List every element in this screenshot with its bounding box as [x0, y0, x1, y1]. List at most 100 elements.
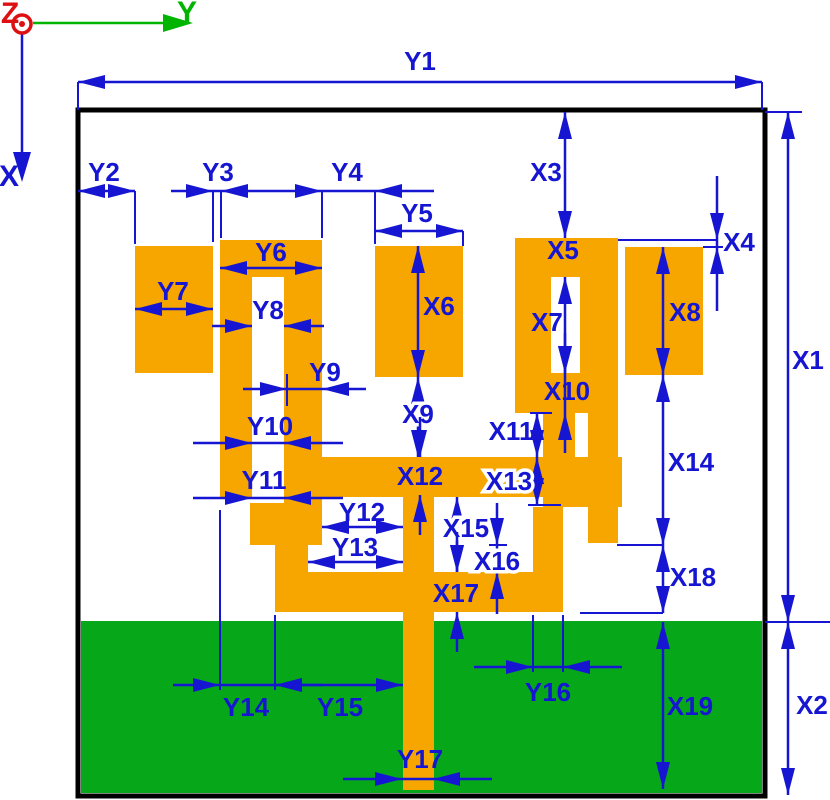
axis-z-origin-dot-icon: [19, 21, 25, 27]
dimension-X1-arrow: [781, 112, 795, 139]
dimension-Y2-arrow: [78, 184, 105, 198]
dim-label-X18: X18: [670, 562, 716, 592]
copper-left-comb-lower-block: [250, 503, 322, 545]
dimension-X6-arrow: [411, 350, 425, 377]
copper-right-connect-strip: [533, 507, 563, 612]
dimension-Y6-arrow: [220, 261, 247, 275]
dim-label-X12: X12: [397, 461, 443, 491]
dimension-Y7-arrow: [186, 302, 213, 316]
dimension-Y8-arrow: [284, 319, 311, 333]
axis-y-arrow-icon: [163, 14, 193, 32]
dim-label-Y13: Y13: [332, 532, 378, 562]
dimension-Y5-arrow: [375, 224, 402, 238]
dimension-Y1-arrow: [78, 75, 105, 89]
dim-label-X3: X3: [530, 157, 562, 187]
dimension-X14-arrow: [656, 518, 670, 545]
dimension-Y13-arrow: [376, 555, 403, 569]
dim-label-X1: X1: [792, 345, 824, 375]
dimension-Y2-arrow: [108, 184, 135, 198]
dim-label-X8: X8: [669, 297, 701, 327]
dim-label-X5: X5: [547, 235, 579, 265]
dimension-X2-arrow: [781, 768, 795, 795]
dimension-X12-arrow: [413, 495, 427, 522]
dimension-X13-arrow: [530, 457, 544, 484]
dim-label-X7: X7: [531, 307, 563, 337]
copper-right-comb-rung: [515, 373, 618, 413]
substrate-border: [75, 107, 768, 799]
dimension-X6-arrow: [411, 246, 425, 273]
dimension-Y10-arrow: [225, 436, 252, 450]
dimension-X8-arrow: [656, 247, 670, 274]
dim-label-Y12: Y12: [339, 497, 385, 527]
dim-label-Y10: Y10: [247, 411, 293, 441]
dimension-Y9-arrow: [322, 382, 349, 396]
axis-y-label: Y: [177, 0, 197, 29]
copper-right-comb-left-rail: [515, 277, 551, 373]
dimension-Y9-arrow: [260, 382, 287, 396]
dimension-X14-arrow: [656, 375, 670, 402]
dimension-X3-arrow: [558, 112, 572, 139]
dimension-X10-arrow: [558, 346, 572, 373]
dimension-Y6-arrow: [295, 261, 322, 275]
dim-label-X10: X10: [544, 376, 590, 406]
dimension-Y12-arrow: [376, 520, 403, 534]
dim-label-Y6: Y6: [255, 237, 287, 267]
copper-left-comb-left-rail: [220, 277, 252, 497]
dimension-X19-arrow: [656, 762, 670, 789]
dim-label-Y4: Y4: [331, 157, 363, 187]
dimension-Y16-arrow: [563, 660, 590, 674]
dim-label-Y5: Y5: [401, 198, 433, 228]
dim-label-X4: X4: [723, 227, 755, 257]
axis-z-label: Z: [1, 0, 19, 30]
dim-label-Y14: Y14: [223, 692, 270, 722]
dim-label-X19: X19: [667, 691, 713, 721]
dimension-Y15-arrow: [376, 678, 403, 692]
dim-label-Y8: Y8: [252, 295, 284, 325]
dim-label-X13: X13: [486, 466, 532, 496]
axis-x-label: X: [0, 160, 19, 193]
dimension-X10-arrow: [558, 413, 572, 440]
dimension-X15-arrow: [450, 497, 464, 524]
dimension-X4-arrow: [710, 213, 724, 240]
dim-label-Y11: Y11: [242, 465, 287, 495]
copper-right-comb-top-band: [515, 238, 618, 277]
dimension-X17-arrow: [450, 612, 464, 639]
dim-label-X2: X2: [796, 690, 828, 720]
dimension-X11-arrow: [530, 430, 544, 457]
dimension-X18-arrow: [656, 586, 670, 613]
dimension-Y17-arrow: [375, 772, 402, 786]
dimension-X7-arrow: [558, 277, 572, 304]
dim-label-Y2: Y2: [88, 157, 120, 187]
dim-label-X9: X9: [402, 399, 434, 429]
dimension-X18-arrow: [656, 545, 670, 572]
dim-label-Y7: Y7: [157, 276, 189, 306]
dimension-Y8-arrow: [225, 319, 252, 333]
dimension-X4-arrow: [710, 247, 724, 274]
dimension-X16-arrow: [490, 572, 504, 599]
dimension-X2-arrow: [781, 622, 795, 649]
dimension-Y11-arrow: [284, 491, 311, 505]
dimension-X9-arrow: [411, 377, 425, 404]
dimension-X13-arrow: [530, 478, 544, 505]
copper-right-comb-right-rail-lower: [588, 413, 618, 543]
dimension-X1-arrow: [781, 595, 795, 622]
dimension-Y7-arrow: [135, 302, 162, 316]
dimension-Y13-arrow: [308, 555, 335, 569]
dimension-X19-arrow: [656, 622, 670, 649]
dim-label-X11: X11: [489, 416, 534, 446]
dimension-Y17-arrow: [433, 772, 460, 786]
dimension-X12-arrow: [413, 430, 427, 457]
dimension-Y3-arrow: [186, 184, 213, 198]
dimension-Y4-arrow: [295, 184, 322, 198]
copper-left-comb-stub: [275, 545, 308, 573]
dim-label-X6: X6: [423, 291, 455, 321]
dimension-Y15-arrow: [275, 678, 302, 692]
dimension-X8-arrow: [656, 348, 670, 375]
dim-label-Y1: Y1: [404, 46, 436, 76]
dimension-Y10-arrow: [284, 436, 311, 450]
dimension-X16-arrow: [490, 518, 504, 545]
dimension-X17-arrow: [450, 545, 464, 572]
dimension-Y4-arrow: [375, 184, 402, 198]
